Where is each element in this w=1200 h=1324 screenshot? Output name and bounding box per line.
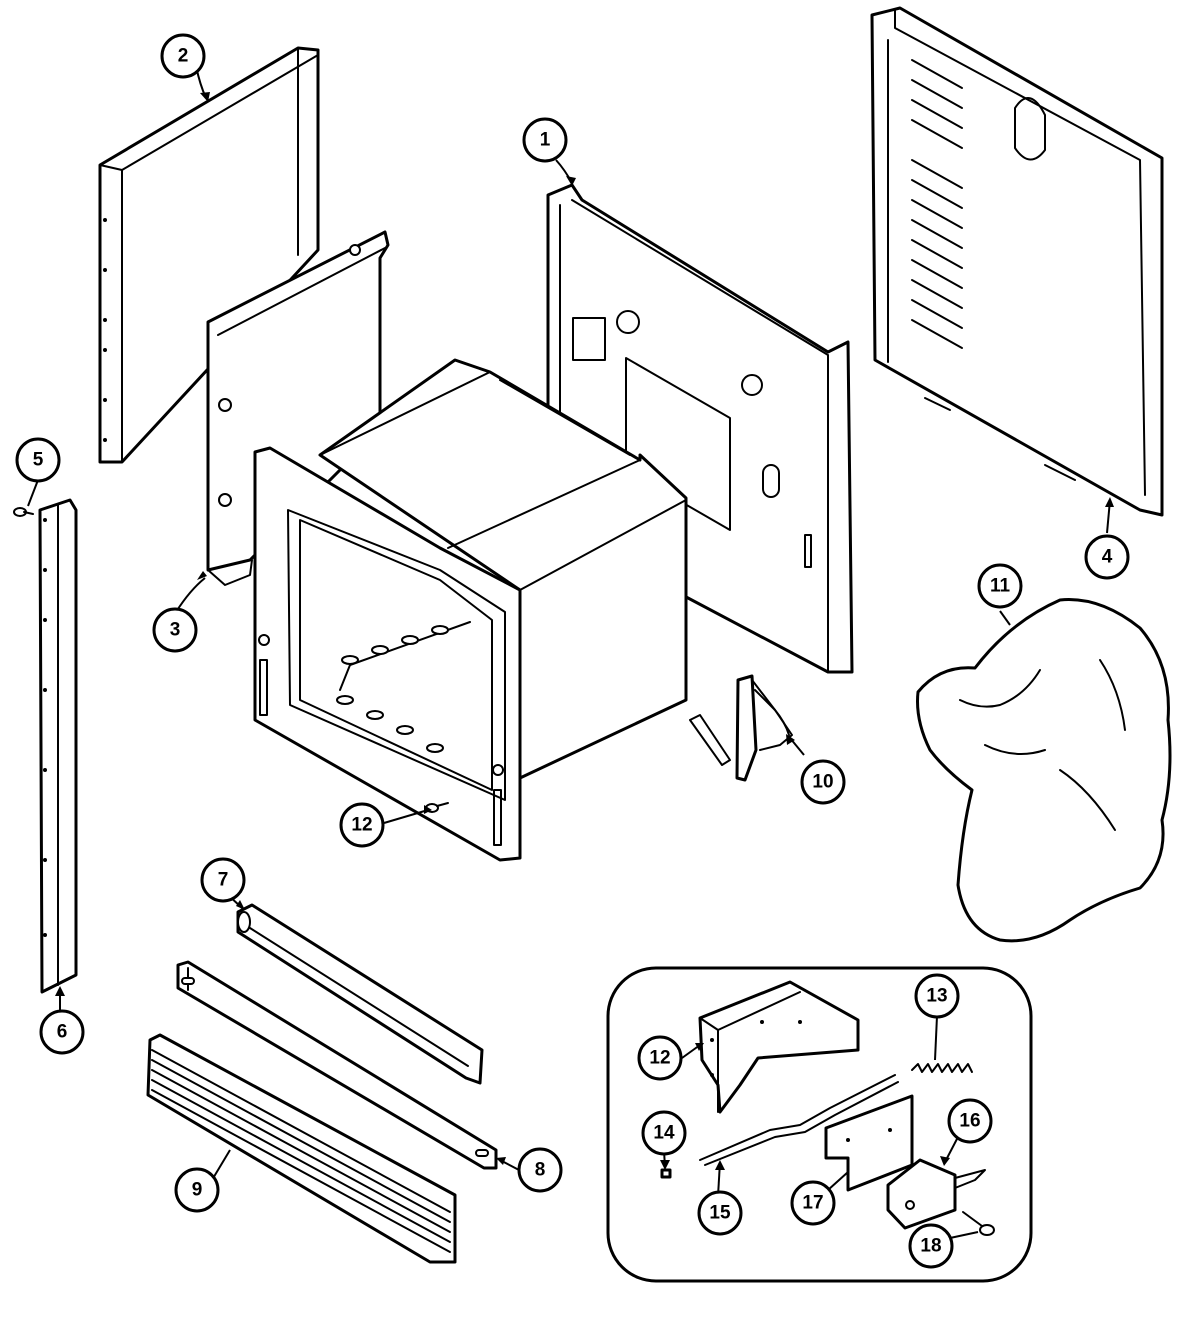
svg-text:9: 9	[192, 1180, 203, 1201]
callout-12-front: 12	[339, 802, 385, 848]
callout-3: 3	[152, 607, 198, 653]
svg-text:12: 12	[649, 1048, 670, 1069]
callout-17: 17	[790, 1180, 836, 1226]
callout-14: 14	[641, 1110, 687, 1156]
svg-text:15: 15	[709, 1203, 731, 1224]
part-vertical-rail	[38, 498, 78, 994]
part-insulation	[916, 598, 1172, 943]
callout-16: 16	[947, 1098, 993, 1144]
part-outer-back-cover	[870, 6, 1164, 517]
part-trim-tube	[236, 903, 484, 1085]
callout-2: 2	[160, 33, 206, 79]
svg-text:7: 7	[218, 870, 229, 891]
callout-7: 7	[200, 857, 246, 903]
svg-text:18: 18	[920, 1236, 941, 1257]
part-hinge	[689, 674, 793, 782]
svg-text:13: 13	[926, 986, 947, 1007]
part-vent-grille	[146, 1033, 457, 1264]
svg-text:10: 10	[812, 772, 833, 793]
svg-text:14: 14	[653, 1123, 675, 1144]
callout-8: 8	[517, 1147, 563, 1193]
svg-text:8: 8	[535, 1160, 546, 1181]
part-flat-strip	[176, 960, 498, 1170]
svg-text:16: 16	[959, 1111, 980, 1132]
svg-text:12: 12	[351, 815, 372, 836]
arrow-heads	[55, 92, 1114, 1170]
svg-text:1: 1	[540, 130, 551, 151]
svg-text:4: 4	[1102, 547, 1113, 568]
vent-slots	[911, 59, 963, 349]
svg-text:11: 11	[990, 576, 1011, 597]
callout-4: 4	[1084, 534, 1130, 580]
part-oven-cavity	[253, 358, 688, 862]
svg-text:17: 17	[802, 1193, 823, 1214]
callout-6: 6	[39, 1009, 85, 1055]
callout-11: 11	[977, 563, 1023, 609]
callout-13: 13	[914, 973, 960, 1019]
svg-text:3: 3	[170, 620, 181, 641]
callout-18: 18	[908, 1223, 954, 1269]
callout-10: 10	[800, 759, 846, 805]
callout-1: 1	[522, 117, 568, 163]
svg-text:6: 6	[57, 1022, 68, 1043]
part-side-liner	[206, 230, 390, 586]
callout-9: 9	[174, 1167, 220, 1213]
detail-inset	[606, 966, 1033, 1283]
callout-5: 5	[15, 437, 61, 483]
callout-12-inset: 12	[637, 1035, 683, 1081]
part-side-panel	[98, 46, 320, 464]
svg-text:5: 5	[33, 450, 44, 471]
callout-15: 15	[697, 1190, 743, 1236]
part-screw-small	[13, 507, 34, 517]
svg-text:2: 2	[178, 46, 189, 67]
